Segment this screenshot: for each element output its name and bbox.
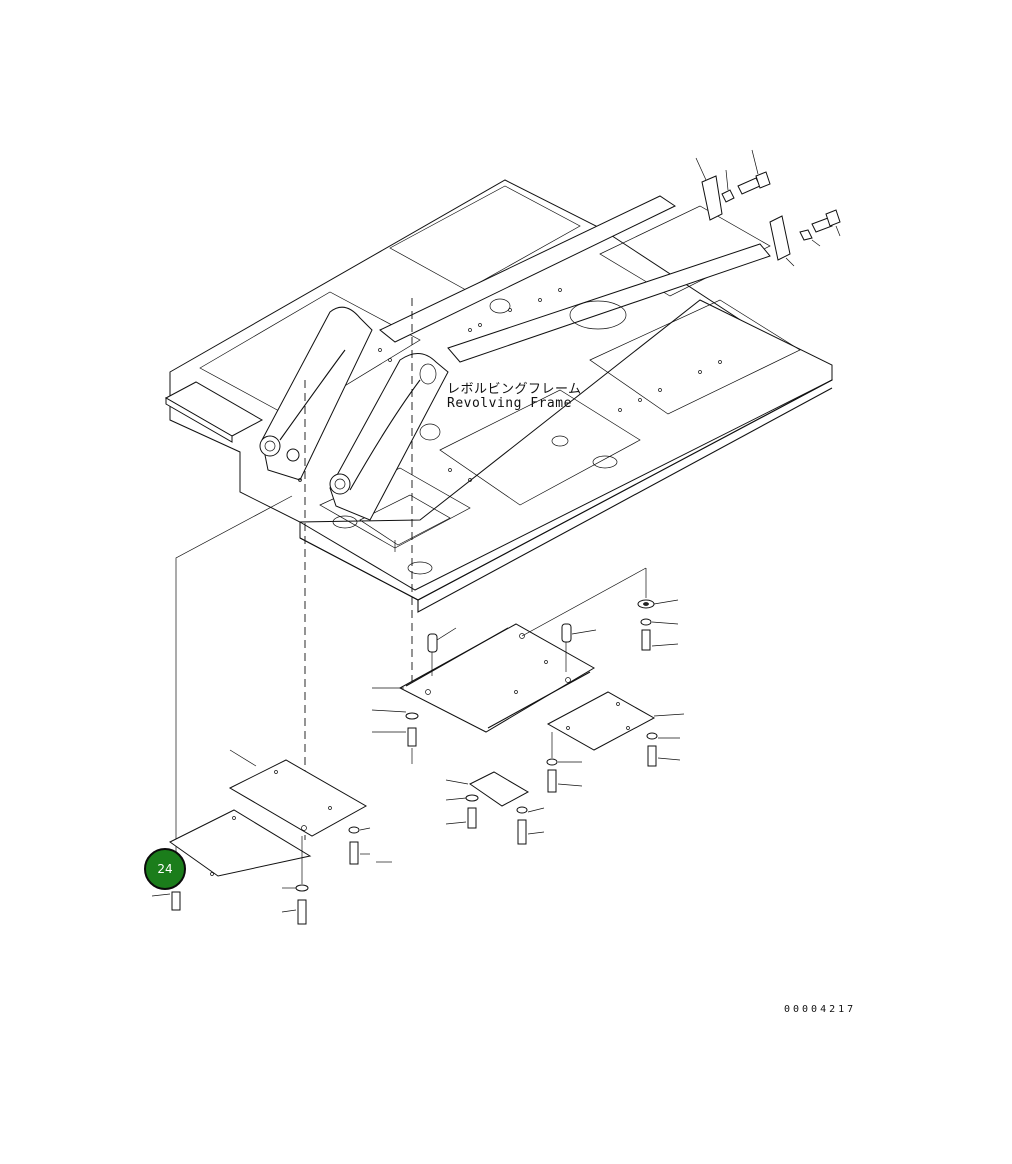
upper-bracket-left	[695, 149, 771, 221]
under-cover-left-upper	[228, 759, 368, 837]
under-cover-main	[398, 623, 595, 733]
spacer-studs	[427, 623, 597, 676]
revolving-frame	[164, 179, 833, 613]
frame-label-english: Revolving Frame	[447, 396, 572, 411]
callout-24-badge[interactable]: 24	[144, 848, 186, 890]
drawing-number: 00004217	[784, 1004, 857, 1015]
callout-number: 24	[157, 862, 173, 876]
frame-label-japanese: レボルビングフレーム	[447, 382, 582, 397]
under-cover-small	[469, 771, 530, 807]
under-cover-left-lower	[169, 809, 312, 877]
upper-bracket-right	[769, 209, 841, 267]
under-cover-right	[546, 691, 656, 751]
fasteners	[151, 567, 685, 925]
alignment-lines	[175, 298, 413, 856]
